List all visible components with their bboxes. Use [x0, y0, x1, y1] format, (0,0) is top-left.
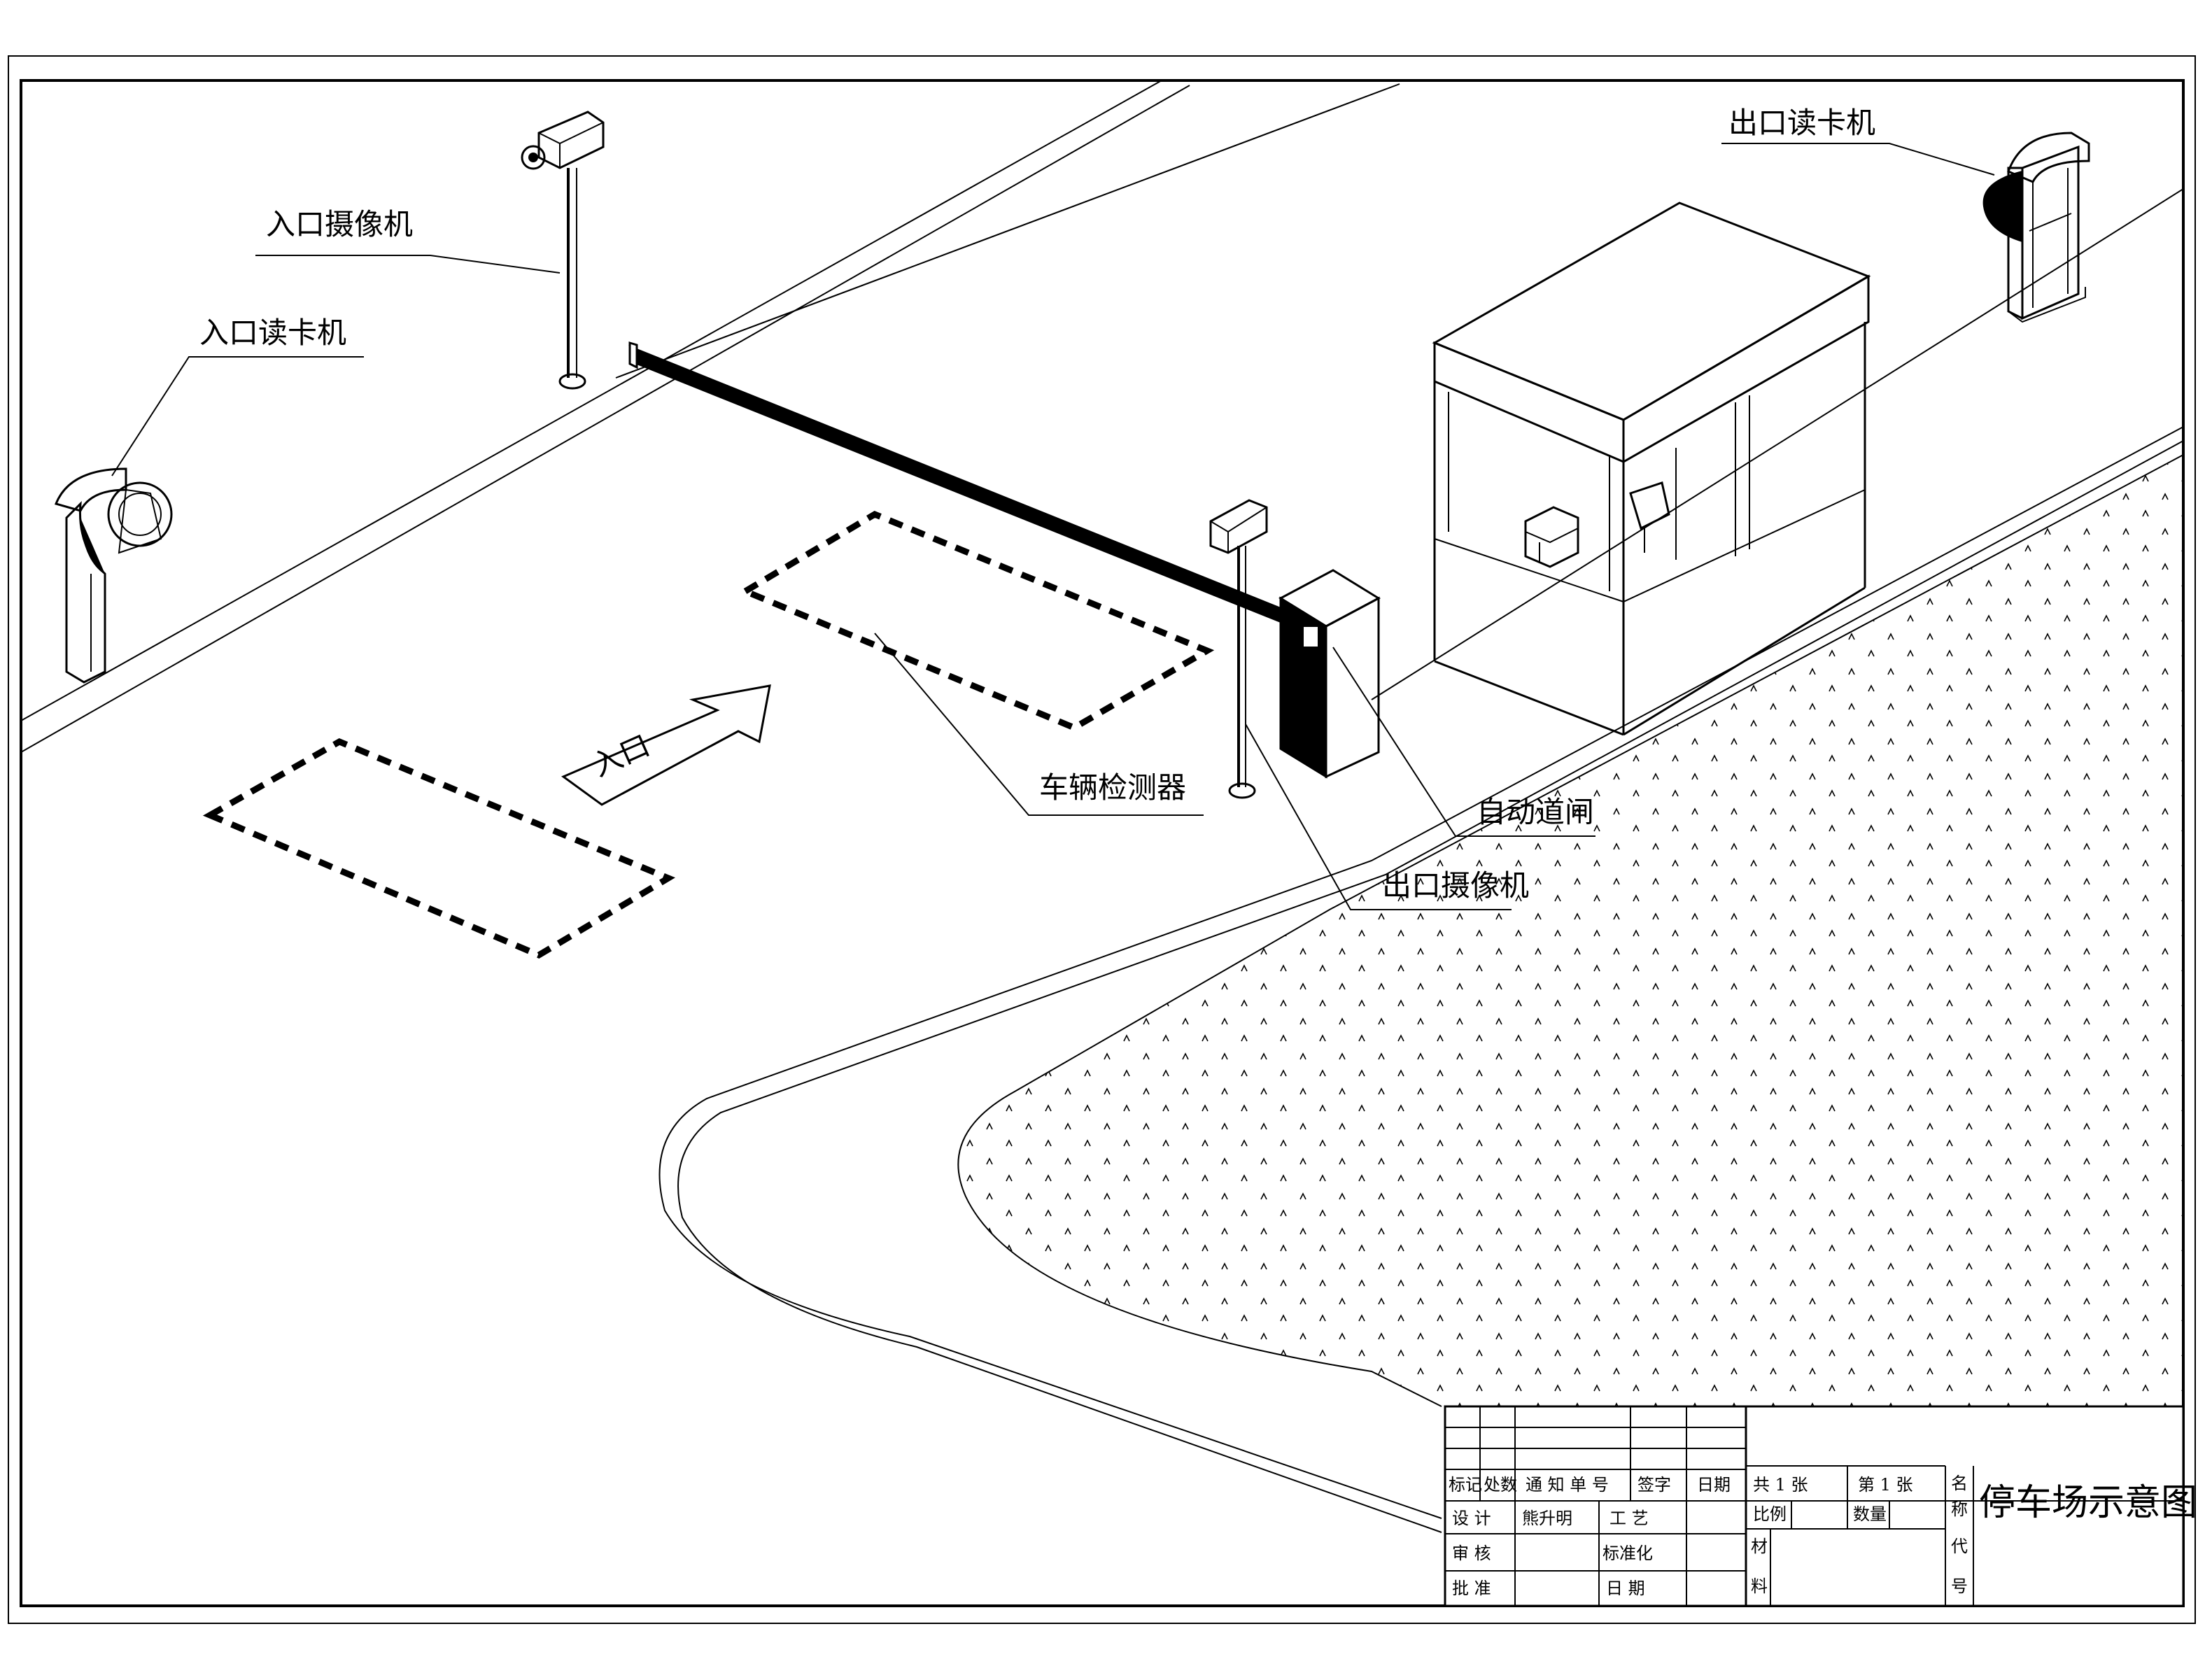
label-exit-camera: 出口摄像机	[1245, 723, 1529, 910]
tb-code-2: 号	[1951, 1576, 1968, 1596]
tb-rev-notice: 通 知 单 号	[1526, 1475, 1609, 1495]
exit-camera	[1209, 499, 1268, 799]
tb-review: 审 核	[1452, 1544, 1491, 1563]
tb-design: 设 计	[1452, 1509, 1491, 1528]
tb-material-2: 料	[1751, 1576, 1768, 1596]
tb-rev-mark: 标记	[1449, 1475, 1482, 1495]
tb-designer: 熊升明	[1522, 1509, 1572, 1528]
tb-quantity: 数量	[1853, 1504, 1887, 1524]
label-entry-card-reader: 入口读卡机	[111, 316, 364, 477]
tb-name-2: 称	[1951, 1499, 1968, 1519]
label-vehicle-detector: 车辆检测器	[874, 633, 1204, 816]
tb-name-1: 名	[1951, 1474, 1968, 1493]
tb-sheet-no: 第 1 张	[1858, 1475, 1913, 1495]
tb-code-1: 代	[1951, 1537, 1968, 1556]
tb-rev-count: 处数	[1484, 1475, 1517, 1495]
tb-scale: 比例	[1753, 1504, 1787, 1524]
label-auto-barrier-text: 自动道闸	[1477, 795, 1594, 829]
entry-camera	[521, 111, 605, 390]
guard-booth	[1432, 202, 1871, 736]
auto-barrier-gate	[1278, 569, 1381, 779]
label-exit-card-reader-text: 出口读卡机	[1728, 106, 1875, 140]
label-exit-card-reader: 出口读卡机	[1721, 106, 1995, 176]
grass-island	[658, 426, 2183, 1533]
entrance-arrow-label: 入口	[587, 728, 655, 783]
label-auto-barrier: 自动道闸	[1332, 647, 1595, 837]
tb-date: 日 期	[1606, 1579, 1645, 1598]
label-entry-card-reader-text: 入口读卡机	[199, 316, 346, 350]
tb-approve: 批 准	[1452, 1579, 1491, 1598]
drawing-title: 停车场示意图	[1979, 1482, 2197, 1524]
barrier-arm	[628, 341, 1292, 628]
label-entry-camera: 入口摄像机	[255, 207, 561, 274]
tb-process: 工 艺	[1609, 1509, 1649, 1528]
road-curb	[21, 80, 1400, 753]
label-exit-camera-text: 出口摄像机	[1382, 868, 1529, 903]
tb-rev-sign: 签字	[1637, 1475, 1671, 1495]
entrance-arrow: 入口	[561, 684, 771, 806]
tb-rev-date: 日期	[1697, 1475, 1731, 1495]
title-block: 标记 处数 通 知 单 号 签字 日期 设 计 熊升明 工 艺 审 核 标准化 …	[1444, 1405, 2197, 1607]
exit-card-reader	[1982, 132, 2090, 323]
tb-sheet-total: 共 1 张	[1753, 1475, 1808, 1495]
tb-standard: 标准化	[1602, 1544, 1653, 1563]
entry-card-reader	[54, 467, 173, 684]
vehicle-detector-loop-2	[738, 510, 1215, 732]
label-entry-camera-text: 入口摄像机	[266, 207, 413, 241]
label-vehicle-detector-text: 车辆检测器	[1039, 770, 1186, 805]
vehicle-detector-loop-1	[202, 738, 676, 959]
exit-lane-edge	[1371, 188, 2183, 700]
tb-material-1: 材	[1751, 1537, 1768, 1556]
outer-frame	[8, 55, 2196, 1624]
